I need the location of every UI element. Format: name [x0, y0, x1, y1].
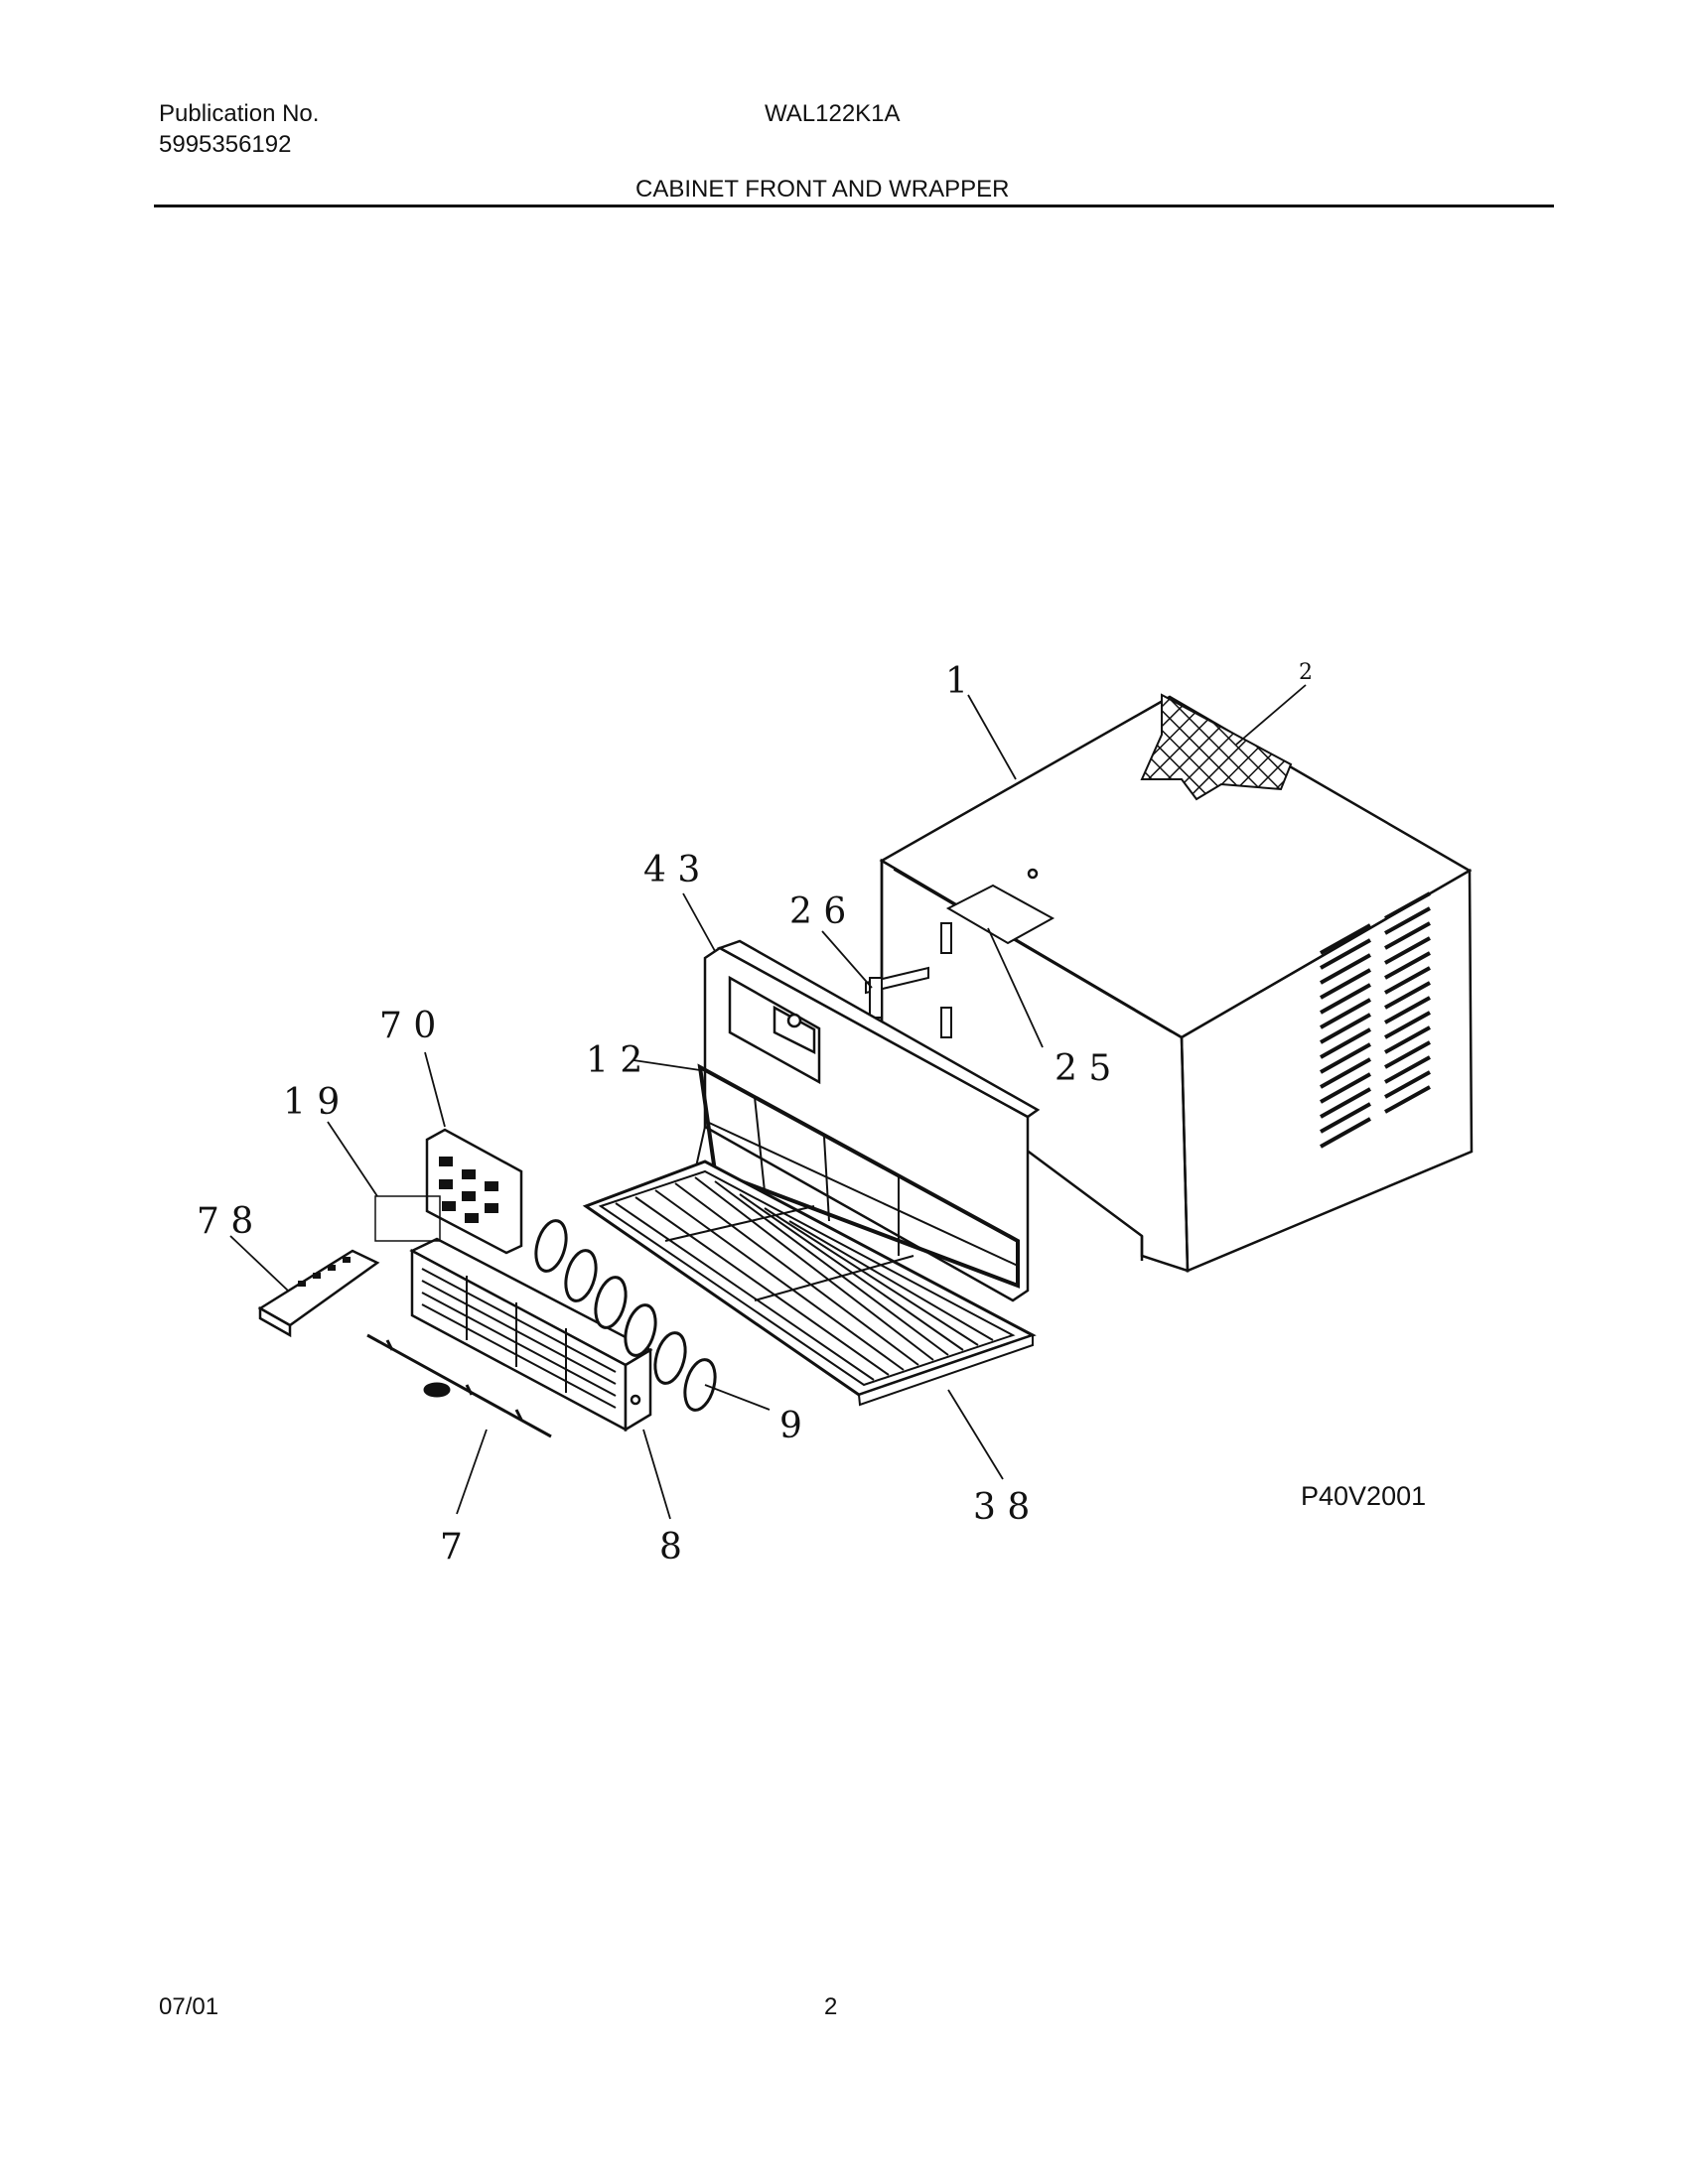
callout-26: 2 6	[789, 891, 846, 932]
section-title: CABINET FRONT AND WRAPPER	[635, 176, 1010, 203]
callout-8: 8	[659, 1527, 682, 1568]
callout-70: 7 0	[379, 1006, 436, 1046]
air-filter	[697, 1063, 1020, 1289]
remote-control	[257, 1249, 380, 1338]
cabinet-side-louvers	[1320, 891, 1431, 1149]
callout-12: 1 2	[586, 1040, 642, 1081]
louver-discs	[534, 1219, 717, 1412]
callout-7: 7	[440, 1527, 463, 1568]
control-panel	[425, 1128, 523, 1255]
brackets	[865, 884, 1055, 1038]
callout-19: 1 9	[283, 1082, 340, 1123]
drawing-code: P40V2001	[1301, 1481, 1426, 1511]
publication-number: 5995356192	[159, 131, 292, 158]
publication-label: Publication No.	[159, 100, 320, 127]
model-number: WAL122K1A	[765, 100, 901, 127]
front-panel	[694, 939, 1041, 1302]
callout-25: 2 5	[1055, 1048, 1111, 1089]
leader-lines	[229, 684, 1307, 1520]
callout-43: 4 3	[643, 850, 700, 890]
footer-page-number: 2	[824, 1993, 838, 2020]
callout-1: 1	[945, 661, 968, 702]
callout-78: 7 8	[197, 1201, 253, 1242]
insulation-mesh	[1140, 693, 1293, 801]
grille-panel	[582, 1160, 1037, 1407]
callout-9: 9	[779, 1406, 802, 1446]
callout-2: 2	[1299, 660, 1313, 685]
header-rule	[154, 205, 1554, 207]
discharge-louver	[409, 1237, 653, 1433]
footer-date: 07/01	[159, 1993, 219, 2020]
label-sticker	[374, 1195, 441, 1242]
callout-38: 3 8	[973, 1487, 1030, 1528]
louver-shaft	[366, 1333, 552, 1438]
